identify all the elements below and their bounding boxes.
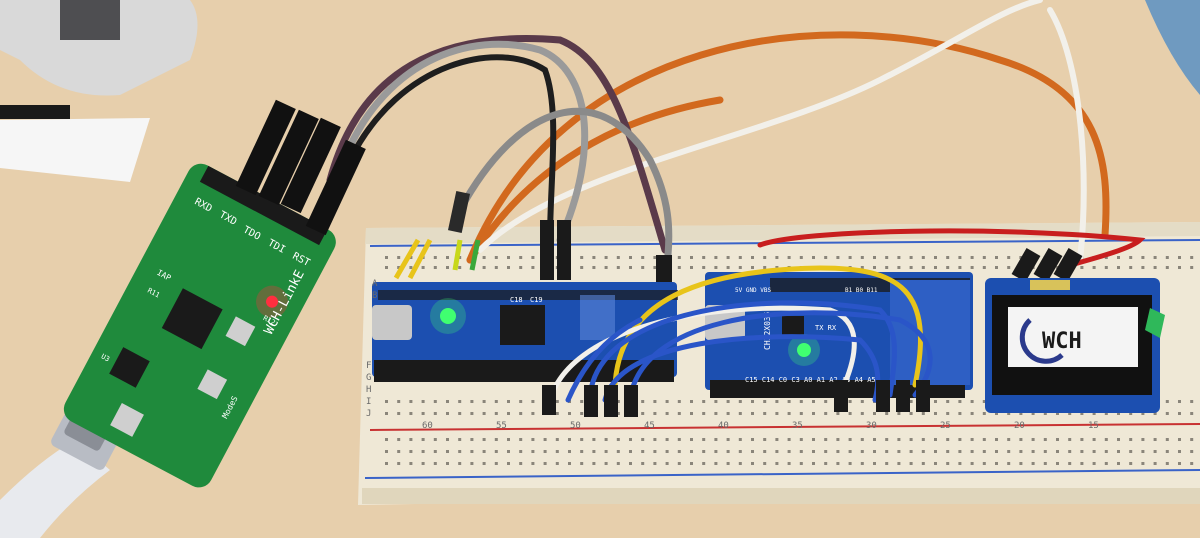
row-label-b: B xyxy=(372,291,377,301)
col-number-55: 55 xyxy=(496,421,507,431)
dev-board-label-c18: C18 xyxy=(510,296,523,304)
col-number-25: 25 xyxy=(940,421,951,431)
col-number-30: 30 xyxy=(866,421,877,431)
breadboard-labels: A B F G H I J 60 55 50 45 40 35 30 25 20… xyxy=(366,279,1099,431)
wch-linke-board: RXD TXD TDO TDI RST IAP R11 U3 R12 WCH-L… xyxy=(63,163,336,488)
col-number-50: 50 xyxy=(570,421,581,431)
oled-screen-text: WCH xyxy=(1042,329,1082,354)
mini-board-name: CH32X035 xyxy=(763,311,772,350)
row-label-f: F xyxy=(366,361,371,371)
linke-ref-u3: U3 xyxy=(100,352,111,363)
col-number-15: 15 xyxy=(1088,421,1099,431)
dev-board: C18 C19 xyxy=(372,282,678,382)
row-label-i: I xyxy=(366,397,371,407)
col-number-35: 35 xyxy=(792,421,803,431)
col-number-20: 20 xyxy=(1014,421,1025,431)
row-label-g: G xyxy=(366,373,371,383)
oled-module: WCH xyxy=(985,278,1165,413)
wire-bundle xyxy=(326,0,1146,271)
row-label-h: H xyxy=(366,385,371,395)
cloth-corner xyxy=(1145,0,1200,95)
paper-sheet xyxy=(0,118,150,182)
jumper-wires xyxy=(547,265,933,403)
col-number-40: 40 xyxy=(718,421,729,431)
row-label-j: J xyxy=(366,409,371,419)
col-number-45: 45 xyxy=(644,421,655,431)
row-label-a: A xyxy=(372,279,378,289)
linke-connector-housings xyxy=(235,99,366,236)
mini-board-pins: C15 C14 C0 C3 A0 A1 A2 A3 A4 A5 xyxy=(745,376,876,384)
jumper-plugs xyxy=(542,380,930,417)
mini-board-b-pins: B1 B0 B11 xyxy=(845,287,878,294)
col-number-60: 60 xyxy=(422,421,433,431)
dev-board-label-c19: C19 xyxy=(530,296,543,304)
mini-board: CH32X035 C15 C14 C0 C3 A0 A1 A2 A3 A4 A5… xyxy=(705,272,973,398)
mini-board-header: 5V GND VBS xyxy=(735,287,772,294)
mini-board-tx-rx: TX RX xyxy=(815,324,837,332)
plastic-box xyxy=(0,0,198,96)
